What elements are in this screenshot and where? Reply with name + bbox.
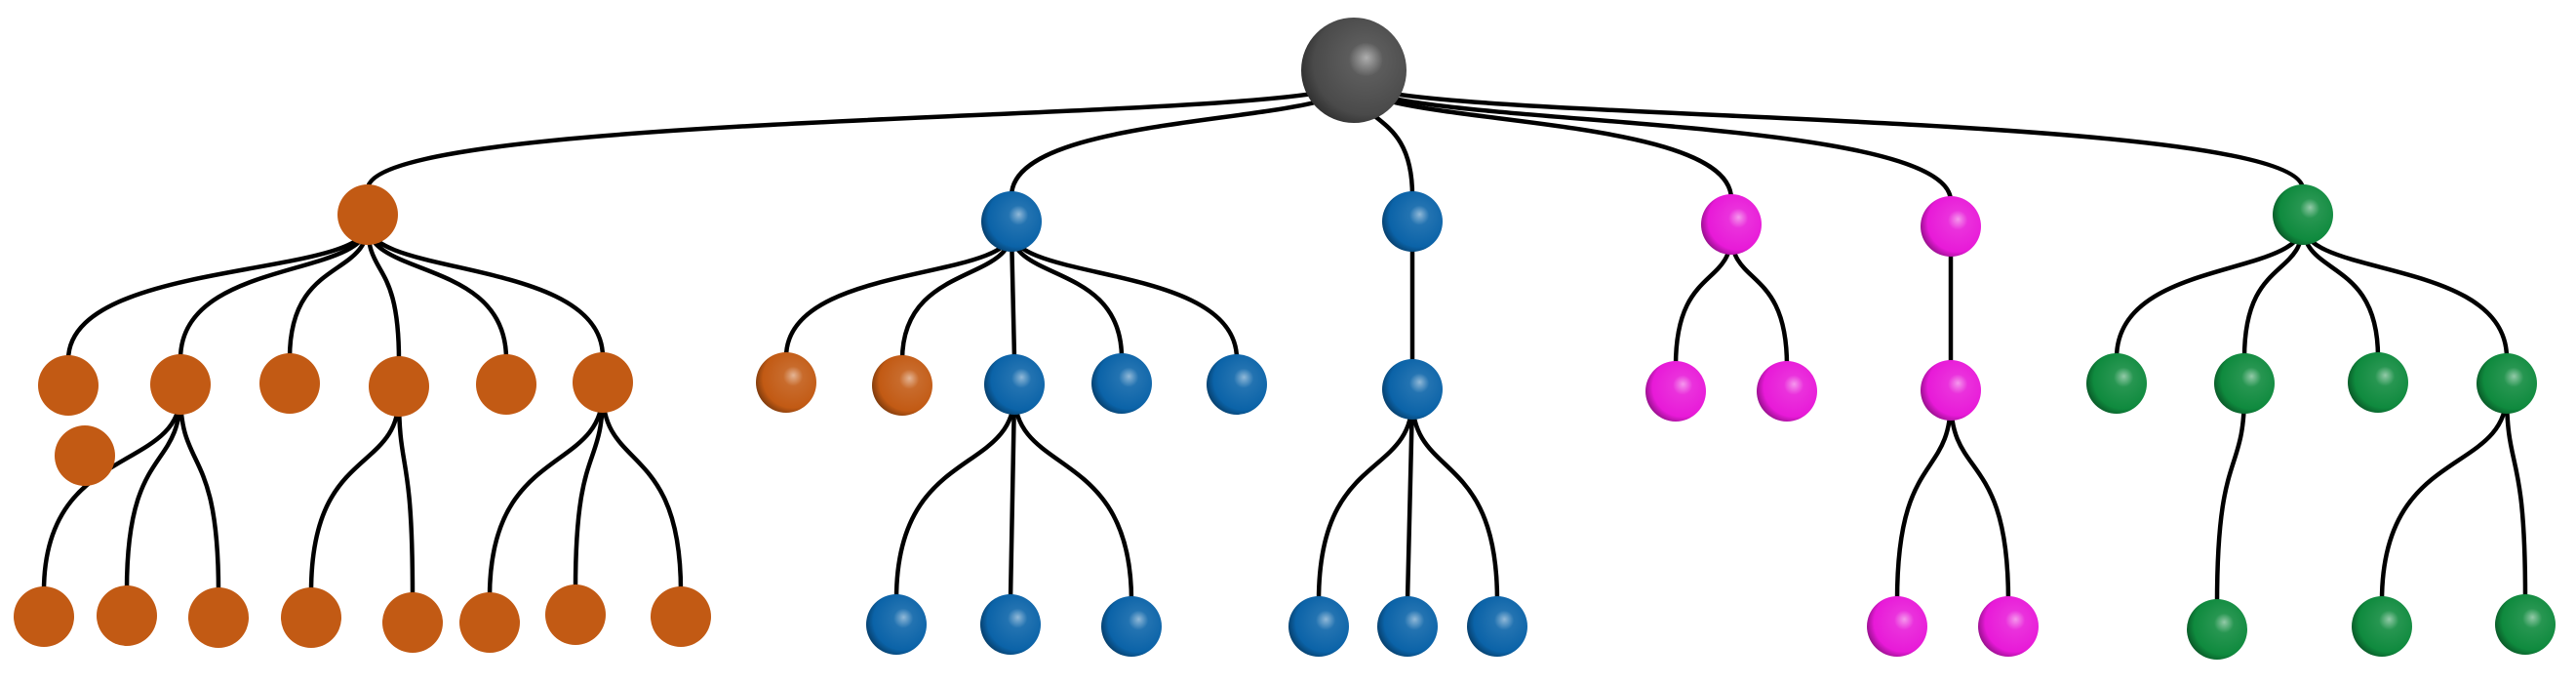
tree-node-g4a: [2352, 596, 2412, 657]
tree-node-m2a: [1921, 360, 1981, 421]
tree-node-o3: [259, 353, 320, 414]
tree-node-o: [337, 184, 398, 245]
edge-b2a-b2a1: [1316, 396, 1415, 604]
tree-node-o6: [573, 352, 633, 413]
edge-o6-o6c: [600, 389, 684, 594]
edge-o4-o4a: [308, 393, 402, 595]
edge-root-b1: [1009, 77, 1357, 199]
tree-node-b1e: [1207, 354, 1267, 415]
edge-o2-o2b: [124, 391, 183, 593]
tree-node-b2: [1382, 191, 1443, 252]
edge-o-o6: [365, 221, 606, 360]
tree-node-b1c2: [980, 594, 1041, 655]
edge-root-g: [1351, 77, 2306, 192]
tree-node-m1b: [1757, 361, 1817, 422]
edge-g-g4: [2300, 221, 2510, 361]
tree-node-o1: [38, 355, 99, 416]
edge-m1-m1b: [1728, 231, 1790, 369]
edge-o6-o6b: [573, 389, 606, 592]
edge-o-o1: [65, 221, 371, 363]
tree-node-o2c: [188, 587, 249, 648]
tree-node-o5: [476, 354, 536, 415]
edge-b2a-b2a3: [1409, 396, 1500, 604]
tree-node-o6c: [651, 586, 711, 647]
edge-b1c-b1c3: [1011, 391, 1134, 604]
tree-node-o2: [150, 354, 211, 415]
edge-o-o2: [178, 221, 371, 362]
tree-node-m2a2: [1978, 596, 2039, 657]
tree-node-b2a3: [1467, 596, 1527, 657]
tree-node-o4: [369, 356, 429, 417]
tree-node-b1b: [872, 355, 932, 416]
edge-g4-g4a: [2379, 390, 2510, 604]
tree-node-g4b: [2495, 594, 2556, 655]
tree-node-b2a2: [1377, 596, 1438, 657]
tree-node-o6a: [459, 592, 520, 653]
tree-node-g3: [2348, 352, 2408, 413]
tree-node-g4: [2477, 353, 2537, 414]
edge-m2a-m2a2: [1948, 397, 2011, 604]
edge-g2-g2a: [2214, 390, 2247, 607]
edge-g4-g4b: [2504, 390, 2528, 602]
edge-o2-o2c: [178, 391, 221, 595]
tree-node-g: [2273, 184, 2333, 245]
edge-o6-o6a: [487, 389, 606, 600]
tree-node-m2: [1921, 196, 1981, 257]
root-node: [1301, 18, 1407, 123]
tree-node-extra-orange: [55, 425, 115, 486]
edge-b2a-b2a2: [1405, 396, 1415, 604]
tree-node-m1: [1701, 194, 1762, 255]
edge-o2-o2a: [41, 391, 183, 594]
edge-b1-b1e: [1009, 228, 1240, 362]
edge-b1-b1a: [783, 228, 1014, 360]
edge-g-g1: [2114, 221, 2306, 361]
tree-node-b2a: [1382, 359, 1443, 420]
edge-root-o: [365, 77, 1357, 192]
tree-node-o4b: [382, 592, 443, 653]
tree-edges: [41, 77, 2528, 607]
tree-node-b1c: [984, 354, 1045, 415]
edge-b1c-b1c2: [1008, 391, 1017, 602]
tree-node-o6b: [545, 584, 606, 645]
edge-m1-m1a: [1673, 231, 1734, 369]
tree-nodes: [14, 18, 2556, 660]
tree-node-o2b: [97, 585, 157, 646]
tree-node-b1c3: [1101, 596, 1162, 657]
tree-node-b1a: [756, 352, 816, 413]
tree-node-b1c1: [866, 594, 927, 655]
tree-node-g2a: [2187, 599, 2247, 660]
edge-b1c-b1c1: [893, 391, 1017, 602]
tree-node-b1d: [1091, 353, 1152, 414]
tree-node-g2: [2214, 353, 2275, 414]
edge-m2a-m2a1: [1894, 397, 1954, 604]
tree-node-o4a: [281, 587, 341, 648]
tree-node-m2a1: [1867, 596, 1927, 657]
edge-o4-o4b: [396, 393, 416, 600]
tree-node-b1: [981, 191, 1042, 252]
edge-b1-b1c: [1009, 228, 1017, 362]
tree-node-m1a: [1645, 361, 1706, 422]
tree-node-b2a1: [1288, 596, 1349, 657]
tree-node-o2a: [14, 586, 74, 647]
tree-node-g1: [2086, 353, 2147, 414]
